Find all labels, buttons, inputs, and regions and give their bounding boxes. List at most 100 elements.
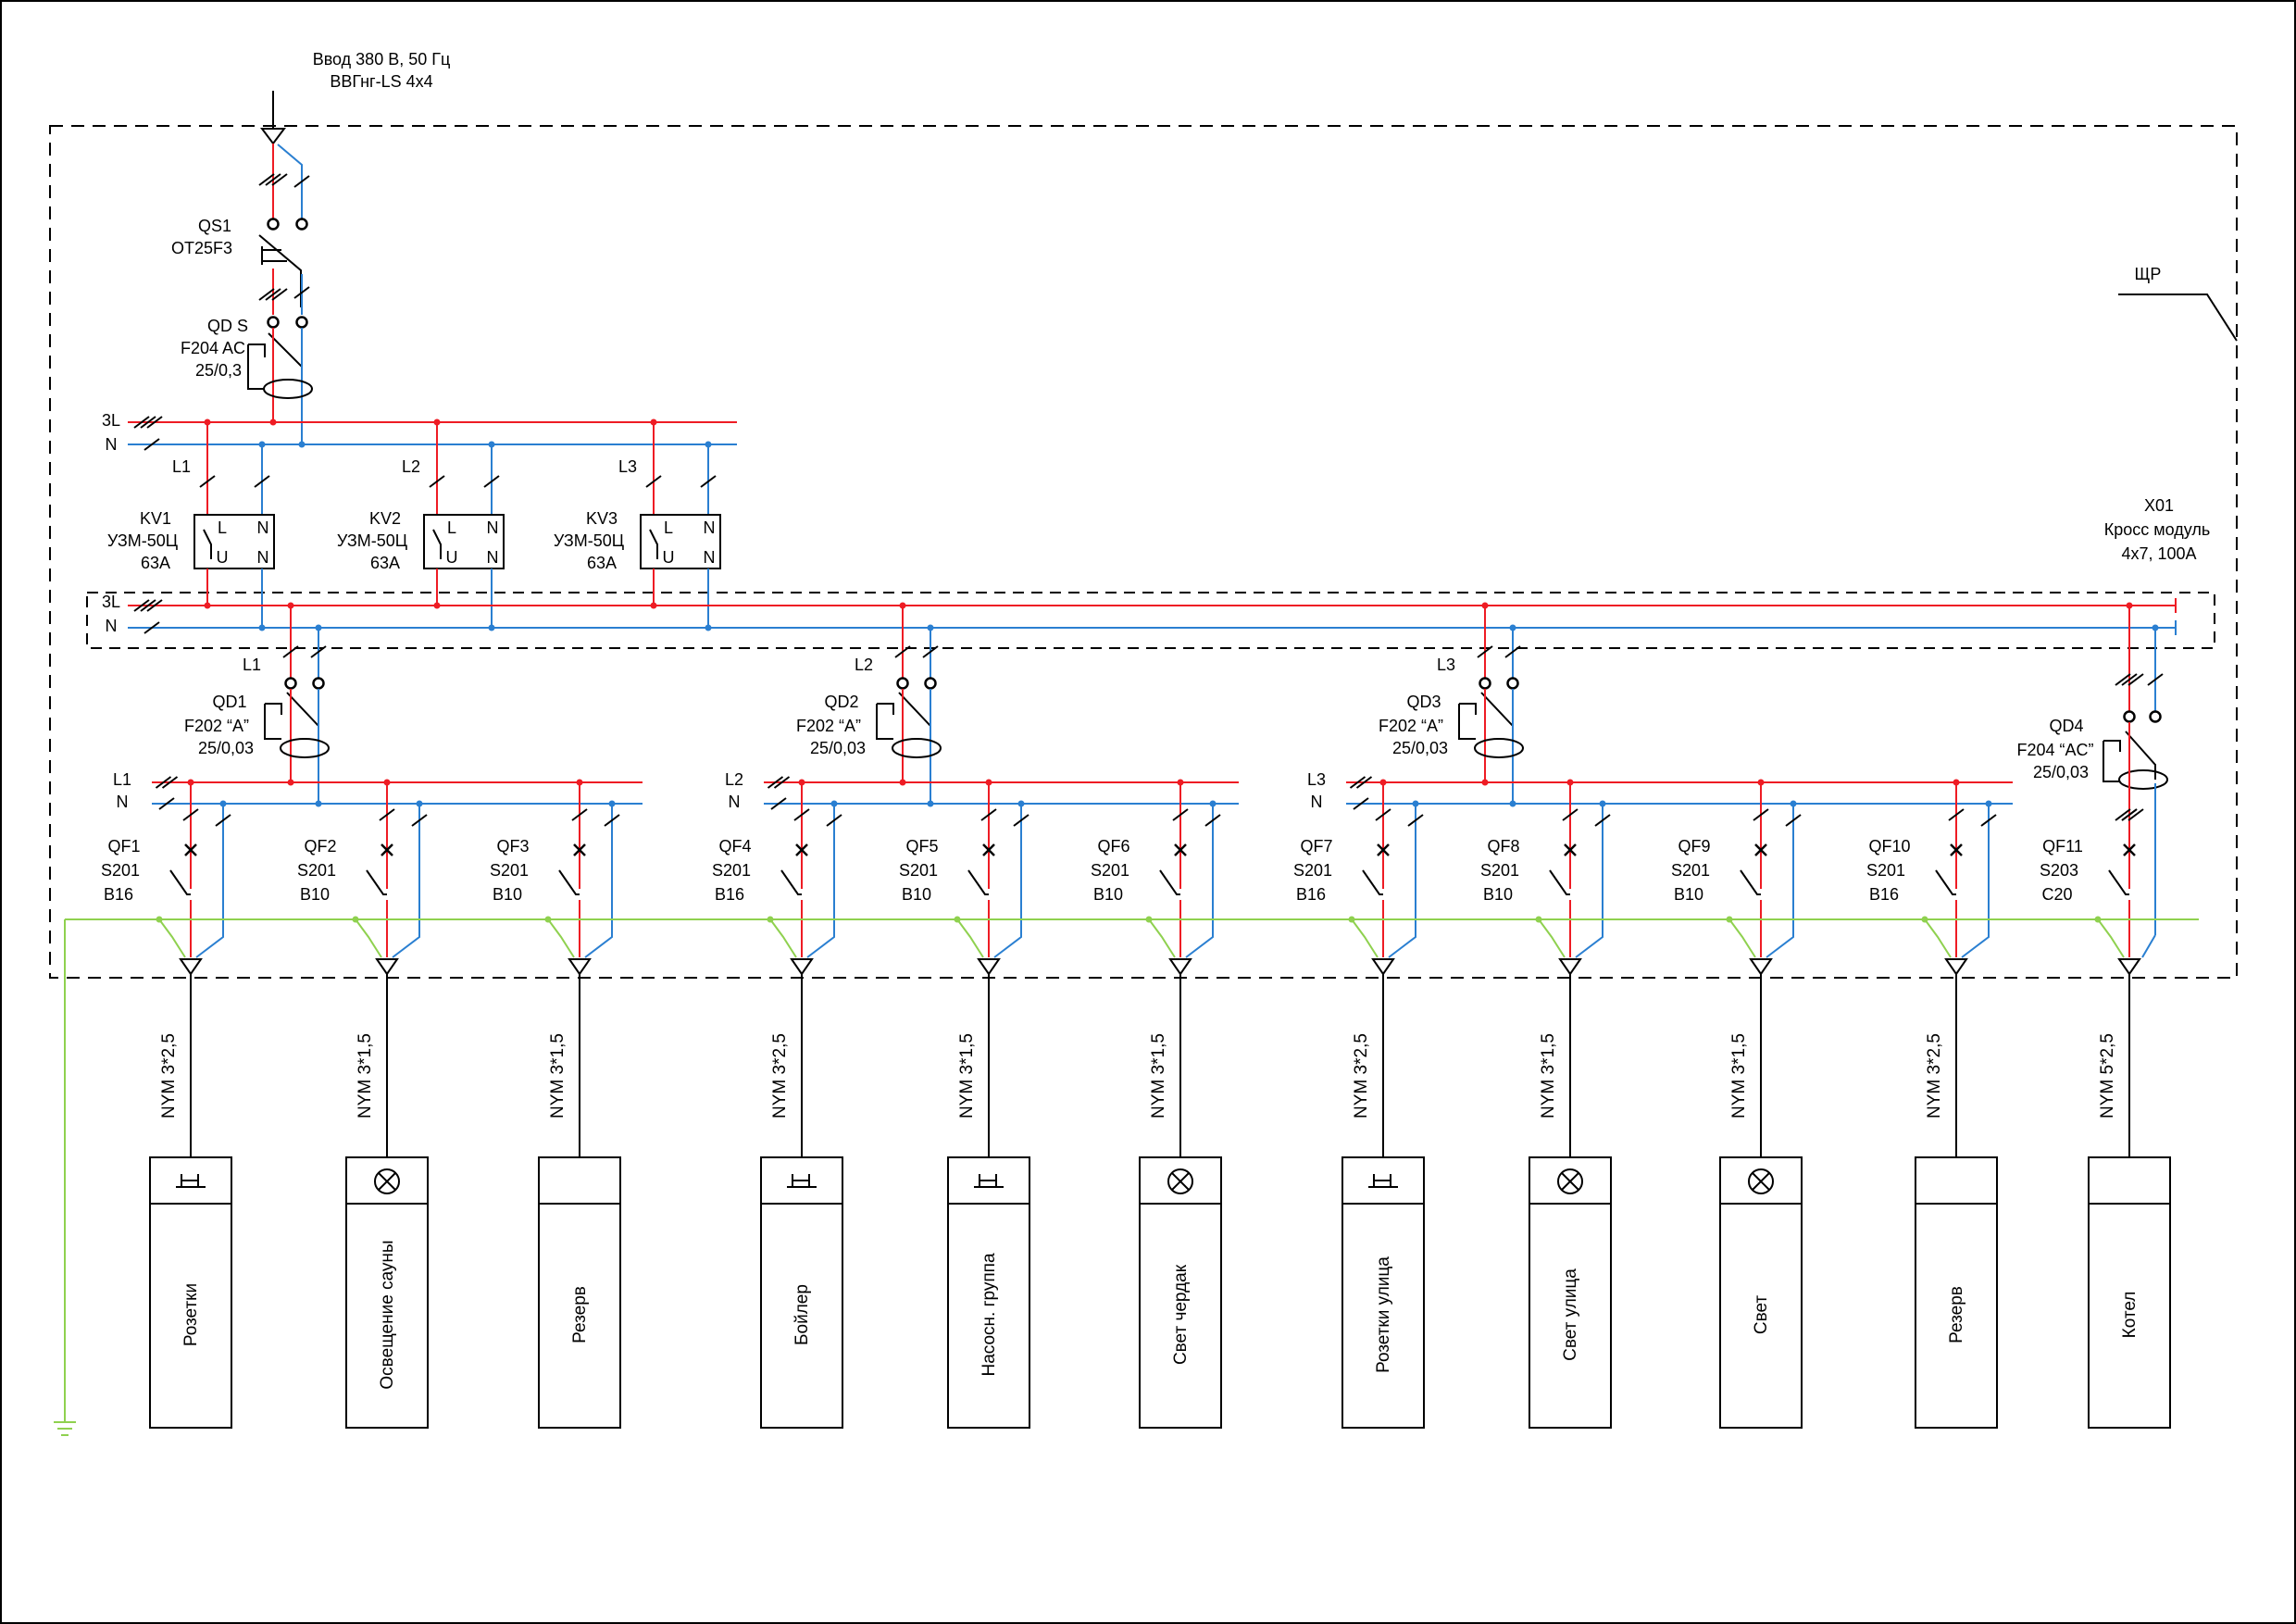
conductor-tick [2121, 808, 2138, 821]
relay-box [193, 514, 275, 569]
qs1-model: OT25F3 [171, 239, 232, 257]
junction-dot [258, 441, 266, 448]
junction-dot [1412, 800, 1419, 807]
junction-dot [204, 602, 211, 609]
breaker-cross-mark [1564, 843, 1577, 856]
breaker-model: S201 [101, 861, 140, 880]
relay-phase-label: L3 [618, 457, 637, 476]
junction-dot [1509, 624, 1516, 631]
rcd-name: QD3 [1406, 693, 1441, 711]
junction-dot [433, 602, 441, 609]
conductor-tick [1594, 814, 1611, 827]
earth-branch [355, 918, 382, 958]
conductor-tick [2128, 673, 2144, 686]
rcd-housing [2103, 741, 2120, 782]
breaker-model: S201 [1091, 861, 1129, 880]
relay-terminal-n: N [487, 548, 499, 567]
breaker-neutral [195, 804, 224, 958]
breaker-cross-mark [2123, 843, 2136, 856]
conductor-tick [258, 173, 275, 186]
load-box [345, 1156, 429, 1429]
load-name: Резерв [1947, 1286, 1966, 1343]
junction-dot [576, 779, 583, 786]
relay-terminal-u: U [446, 548, 458, 567]
junction-dot [1481, 602, 1489, 609]
load-name: Бойлер [792, 1284, 812, 1345]
conductor-tick [1353, 797, 1369, 810]
qds-toroid [263, 379, 313, 399]
earth-branch [769, 918, 797, 958]
breaker-cross-mark [184, 843, 197, 856]
breaker-neutral [1185, 804, 1214, 958]
conductor-tick [1355, 776, 1373, 789]
earth-branch [1924, 918, 1952, 958]
breaker-model: S201 [899, 861, 938, 880]
load-box [1915, 1156, 1998, 1429]
earth-branch [956, 918, 984, 958]
earth-branch [1351, 918, 1379, 958]
cable-label: NYM 3*1,5 [356, 1033, 375, 1118]
breaker-contact [1362, 869, 1383, 895]
junction-dot [204, 418, 211, 426]
qs1-name: QS1 [198, 217, 231, 235]
junction-dot [830, 800, 838, 807]
relay-name: KV1 [140, 509, 171, 528]
conductor-tick [146, 416, 163, 429]
cabinet-boundary [49, 125, 2238, 979]
junction-dot [705, 441, 712, 448]
conductor-tick [700, 475, 717, 488]
conductor-tick [1504, 645, 1521, 658]
conductor-tick [293, 175, 310, 188]
breaker-name: QF2 [304, 837, 336, 856]
junction-dot [219, 800, 227, 807]
breaker-rating: B16 [104, 885, 133, 904]
relay-terminal-l: L [218, 518, 227, 537]
terminal [267, 316, 280, 329]
conductor-tick [158, 797, 175, 810]
rcd-name: QD1 [212, 693, 246, 711]
conductor-tick [379, 808, 395, 821]
conductor-tick [282, 645, 299, 658]
load-name: Свет чердак [1171, 1264, 1191, 1365]
relay-model: УЗМ-50Ц [337, 531, 407, 550]
rcd-housing [876, 704, 893, 740]
breaker-contact [366, 869, 387, 895]
breaker-neutral [584, 804, 613, 958]
conductor-tick [793, 808, 810, 821]
conductor-tick [133, 416, 150, 429]
load-box [1719, 1156, 1803, 1429]
relay-terminal-n: N [704, 548, 716, 567]
junction-dot [2126, 602, 2133, 609]
conductor-tick [1980, 814, 1997, 827]
earth-branch [1728, 918, 1756, 958]
cable-label: NYM 3*1,5 [1539, 1033, 1558, 1118]
breaker-rating: B16 [1296, 885, 1326, 904]
junction-dot [1177, 779, 1184, 786]
breaker-contact [780, 869, 802, 895]
input-cable: ВВГнг-LS 4x4 [330, 72, 432, 91]
relay-terminal-n: N [257, 518, 269, 537]
breaker-cross-mark [1754, 843, 1767, 856]
terminal [295, 316, 308, 329]
load-box [1529, 1156, 1612, 1429]
outgoing-terminal [1168, 958, 1192, 976]
breaker-neutral [1388, 804, 1416, 958]
junction-dot [287, 779, 294, 786]
junction-dot [899, 779, 906, 786]
junction-dot [258, 624, 266, 631]
conductor-tick [770, 797, 787, 810]
conductor-tick [645, 475, 662, 488]
relay-rating: 63А [370, 554, 400, 572]
outgoing-terminal [1749, 958, 1773, 976]
conductor-tick [894, 645, 911, 658]
conductor-tick [133, 599, 150, 612]
earth-branch [158, 918, 186, 958]
load-name: Розетки [181, 1283, 201, 1346]
rcd-toroid [280, 738, 330, 758]
qds-name: QD S [207, 317, 248, 335]
rcd-model: F202 “A” [184, 717, 249, 735]
rcd-rating: 25/0,03 [1392, 739, 1448, 757]
relay-model: УЗМ-50Ц [554, 531, 624, 550]
